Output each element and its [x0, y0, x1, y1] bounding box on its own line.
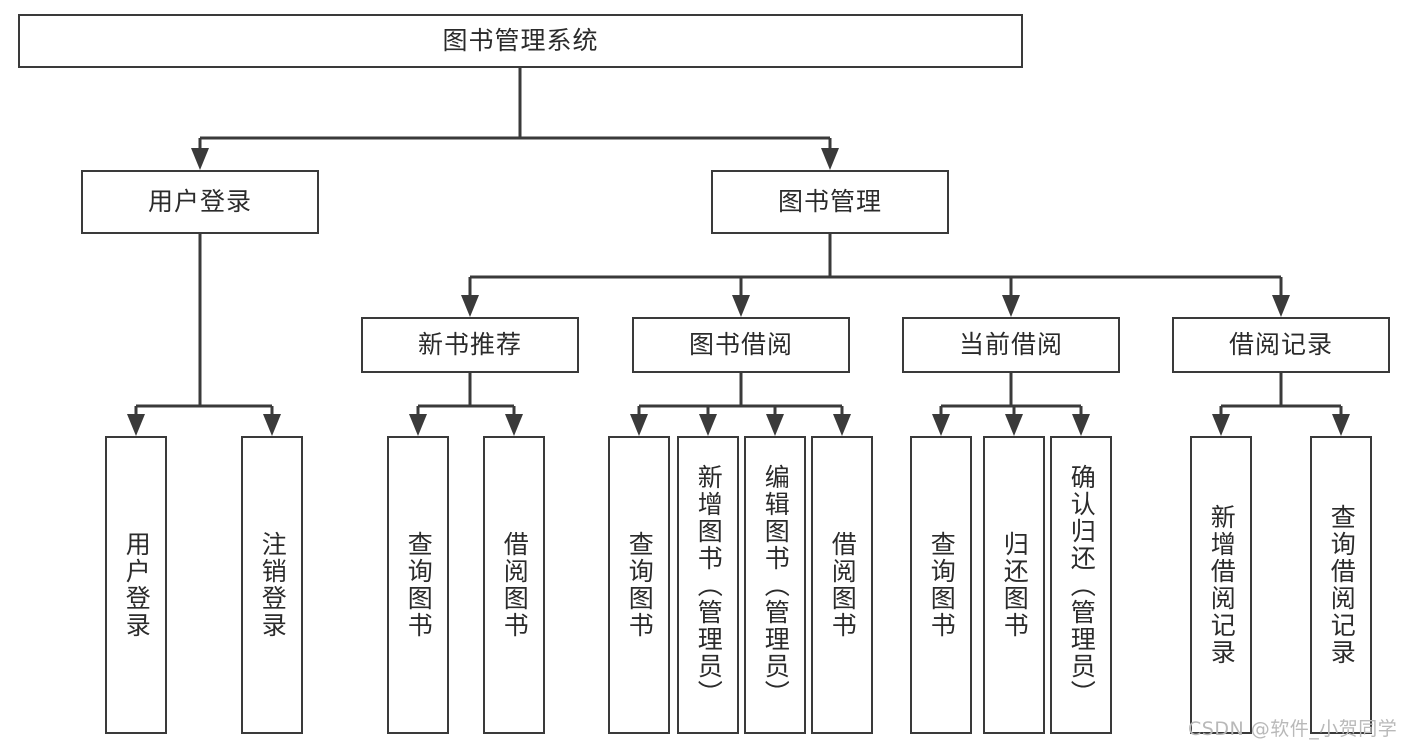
node-leaf-label: 新增图书（管理员）	[694, 463, 724, 707]
node-level3-label: 新书推荐	[417, 330, 522, 360]
node-leaf-查询图书[interactable]: 查询图书	[910, 436, 972, 734]
node-leaf-确认归还管理员[interactable]: 确认归还（管理员）	[1050, 436, 1112, 734]
node-root[interactable]: 图书管理系统	[18, 14, 1023, 68]
node-leaf-查询图书[interactable]: 查询图书	[608, 436, 670, 734]
node-leaf-注销登录[interactable]: 注销登录	[241, 436, 303, 734]
node-leaf-label: 归还图书	[1000, 531, 1030, 639]
node-leaf-label: 用户登录	[122, 531, 152, 639]
node-leaf-查询借阅记录[interactable]: 查询借阅记录	[1310, 436, 1372, 734]
node-leaf-查询图书[interactable]: 查询图书	[387, 436, 449, 734]
node-leaf-新增图书管理员[interactable]: 新增图书（管理员）	[677, 436, 739, 734]
node-level3-label: 借阅记录	[1228, 330, 1333, 360]
node-leaf-新增借阅记录[interactable]: 新增借阅记录	[1190, 436, 1252, 734]
node-leaf-label: 新增借阅记录	[1207, 504, 1237, 666]
node-level3-label: 图书借阅	[688, 330, 793, 360]
node-leaf-label: 查询图书	[625, 531, 655, 639]
node-leaf-归还图书[interactable]: 归还图书	[983, 436, 1045, 734]
watermark: CSDN @软件_小贺同学	[1188, 718, 1398, 740]
node-leaf-label: 借阅图书	[500, 531, 530, 639]
node-leaf-label: 查询图书	[404, 531, 434, 639]
node-level2-label: 图书管理	[777, 187, 882, 217]
node-level3-借阅记录[interactable]: 借阅记录	[1172, 317, 1390, 373]
node-leaf-借阅图书[interactable]: 借阅图书	[483, 436, 545, 734]
node-level3-label: 当前借阅	[958, 330, 1063, 360]
node-level3-当前借阅[interactable]: 当前借阅	[902, 317, 1120, 373]
node-leaf-label: 查询图书	[927, 531, 957, 639]
node-level3-新书推荐[interactable]: 新书推荐	[361, 317, 579, 373]
node-leaf-label: 编辑图书（管理员）	[761, 463, 791, 707]
node-leaf-编辑图书管理员[interactable]: 编辑图书（管理员）	[744, 436, 806, 734]
node-leaf-label: 借阅图书	[828, 531, 858, 639]
node-level3-图书借阅[interactable]: 图书借阅	[632, 317, 850, 373]
node-leaf-借阅图书[interactable]: 借阅图书	[811, 436, 873, 734]
node-level2-图书管理[interactable]: 图书管理	[711, 170, 949, 234]
node-level2-label: 用户登录	[147, 187, 252, 217]
node-leaf-用户登录[interactable]: 用户登录	[105, 436, 167, 734]
node-leaf-label: 注销登录	[258, 531, 288, 639]
node-leaf-label: 确认归还（管理员）	[1067, 463, 1097, 707]
node-level2-用户登录[interactable]: 用户登录	[81, 170, 319, 234]
node-leaf-label: 查询借阅记录	[1327, 504, 1357, 666]
node-root-label: 图书管理系统	[442, 26, 599, 56]
